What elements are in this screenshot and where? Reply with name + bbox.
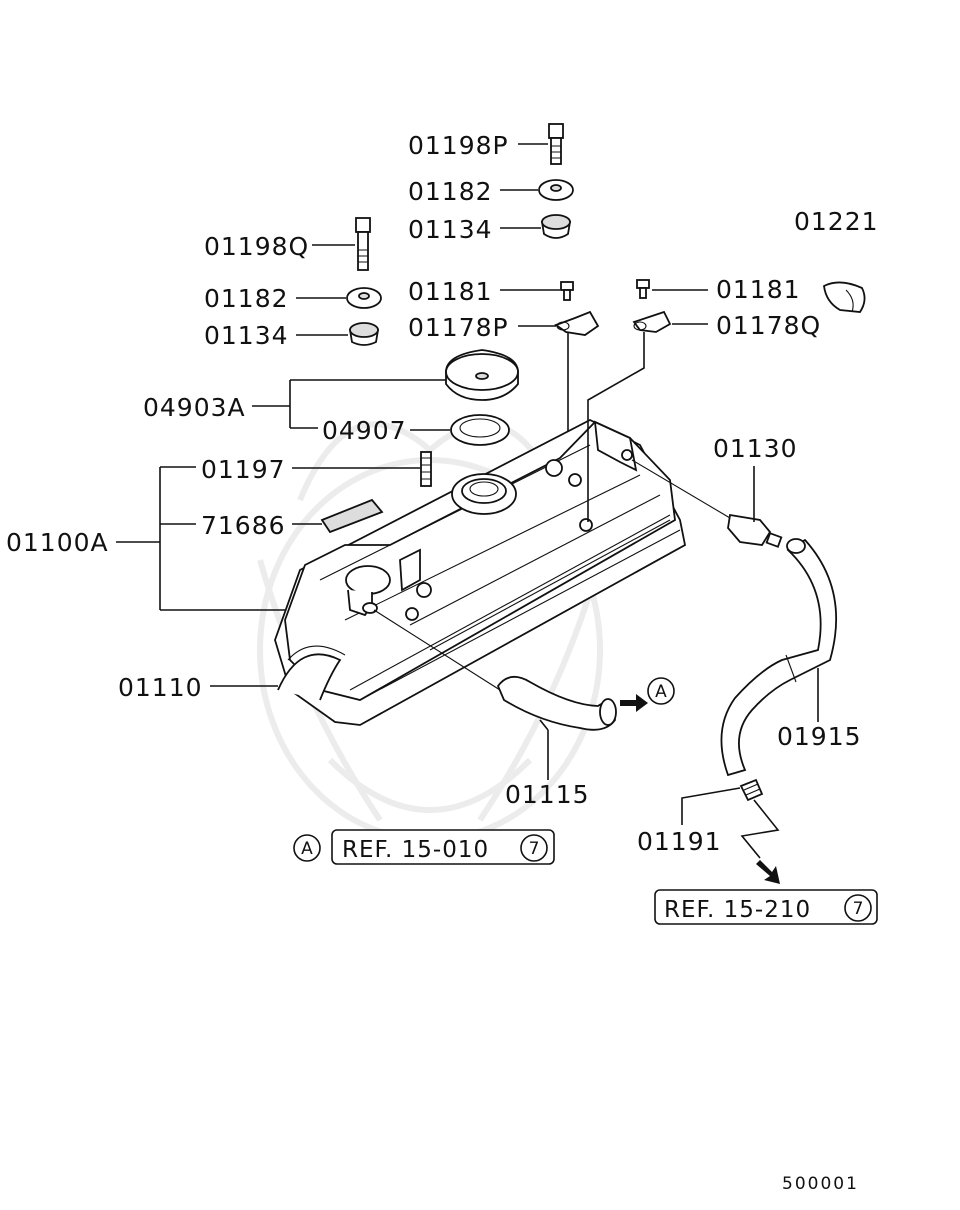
hose-01115	[496, 676, 617, 731]
label-01178P: 01178P	[408, 313, 509, 342]
label-01134-left: 01134	[204, 321, 289, 350]
label-01198Q: 01198Q	[204, 232, 309, 261]
label-01182-top: 01182	[408, 177, 493, 206]
arrow-to-ref-a	[620, 694, 648, 712]
ref-box-2-num: 7	[853, 899, 864, 919]
fitting-01191	[739, 778, 764, 802]
washer-01182-top	[538, 179, 574, 201]
ref-box-1-text: REF. 15-010	[342, 837, 489, 863]
label-01191: 01191	[637, 827, 722, 856]
label-01197: 01197	[201, 455, 286, 484]
label-01178Q: 01178Q	[716, 311, 821, 340]
label-71686: 71686	[201, 511, 286, 540]
bolt-01181-left	[560, 281, 574, 301]
ref-box-1: A REF. 15-010 7	[293, 829, 555, 865]
bolt-01181-right	[636, 279, 650, 299]
oil-filler-cap	[445, 349, 519, 401]
washer-01182-left	[346, 287, 382, 309]
cap-gasket	[450, 414, 510, 446]
grommet-01134-left	[348, 322, 380, 346]
clip-01178Q	[632, 310, 672, 333]
clip-01178P	[554, 310, 600, 336]
label-01100A: 01100A	[6, 528, 109, 557]
label-04903A: 04903A	[143, 393, 246, 422]
label-01915: 01915	[777, 722, 862, 751]
ref-box-1-marker: A	[301, 839, 313, 859]
grommet-01134-top	[540, 214, 572, 239]
ref-box-2-text: REF. 15-210	[664, 897, 811, 923]
label-01182-left: 01182	[204, 284, 289, 313]
ref-box-1-num: 7	[529, 839, 540, 859]
label-01115: 01115	[505, 780, 590, 809]
plug-01221	[823, 281, 866, 313]
bolt-01198Q	[355, 217, 371, 271]
leader-lines	[116, 143, 819, 859]
part-labels: 01198P 01182 01134 01221 01198Q 01181 01…	[6, 131, 879, 856]
label-01134-top: 01134	[408, 215, 493, 244]
arrow-to-ref-2	[756, 860, 780, 884]
diagram-code: 500001	[782, 1174, 859, 1194]
ref-box-2: REF. 15-210 7	[654, 889, 878, 925]
label-01181-left: 01181	[408, 277, 493, 306]
label-01198P: 01198P	[408, 131, 509, 160]
emblem-plate	[320, 498, 384, 534]
label-01110: 01110	[118, 673, 203, 702]
ref-marker-a-circle: A	[647, 677, 675, 705]
valve-cover	[274, 418, 687, 726]
label-01130: 01130	[713, 434, 798, 463]
bolt-01198P	[548, 123, 564, 165]
stud-01197	[420, 451, 432, 487]
label-04907: 04907	[322, 416, 407, 445]
label-01181-right: 01181	[716, 275, 801, 304]
ref-marker-a-text: A	[655, 682, 667, 702]
label-01221: 01221	[794, 207, 879, 236]
pcv-valve	[727, 513, 783, 548]
hose-01915	[720, 538, 838, 777]
